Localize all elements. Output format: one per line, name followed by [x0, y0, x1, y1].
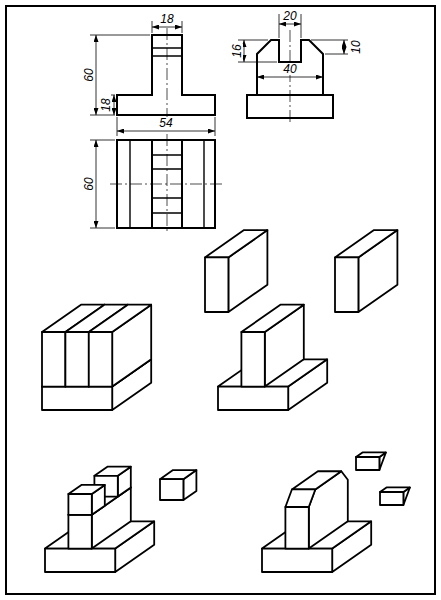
- removed-cube: [160, 470, 196, 500]
- removed-block-face: [42, 332, 65, 387]
- dimension-value: 54: [158, 117, 173, 129]
- dimension-value: 18: [159, 13, 174, 25]
- plan-view-stroke: [96, 140, 97, 228]
- dimension-value: 10: [350, 39, 362, 54]
- side-view-stroke: [311, 40, 348, 54]
- removed-block-face: [205, 230, 267, 257]
- removed-wedge: [356, 452, 386, 470]
- side-view-stroke: [279, 24, 301, 25]
- front-view-stroke: [152, 27, 182, 28]
- removed-block: [89, 305, 151, 387]
- sheet-frame: [6, 6, 435, 594]
- upright-block-face: [68, 515, 91, 549]
- chamfered-upright-face: [285, 489, 315, 507]
- chamfered-upright: [285, 471, 347, 548]
- base-block-face: [42, 387, 112, 410]
- removed-cube-face: [160, 470, 196, 479]
- removed-wedge-face: [356, 457, 379, 470]
- removed-wedge-face: [356, 452, 386, 457]
- dimension-value: 60: [83, 67, 95, 82]
- dimension-value: 40: [282, 63, 297, 75]
- side-view-stroke: [244, 40, 245, 62]
- front-view-stroke: [117, 117, 215, 136]
- isometric-views: [42, 230, 410, 572]
- removed-block-face: [89, 332, 112, 387]
- side-view-stroke: [238, 40, 277, 62]
- upright-block-face: [241, 332, 264, 387]
- front-view-stroke: [167, 28, 168, 122]
- upright-block-face: [68, 485, 104, 494]
- upright-block: [68, 485, 104, 515]
- removed-block-face: [335, 230, 397, 257]
- upright-block-face: [94, 467, 130, 476]
- side-view: [238, 14, 348, 125]
- side-view-stroke: [290, 30, 291, 125]
- base-block-face: [218, 387, 288, 410]
- removed-block: [335, 230, 397, 312]
- plan-view-stroke: [110, 134, 222, 234]
- front-view-stroke: [117, 35, 215, 115]
- removed-wedge-face: [380, 492, 403, 505]
- dimension-value: 20: [282, 10, 297, 22]
- chamfered-upright-face: [285, 507, 308, 549]
- dimension-value: 18: [100, 97, 112, 112]
- base-block-face: [45, 549, 115, 572]
- front-view-stroke: [114, 95, 115, 115]
- removed-block-face: [89, 305, 151, 332]
- removed-block-face: [335, 257, 358, 312]
- upright-block-face: [241, 305, 303, 332]
- front-view: [90, 21, 215, 136]
- chamfered-upright-face: [292, 471, 341, 489]
- front-view-stroke: [90, 35, 150, 115]
- base-block-face: [262, 549, 332, 572]
- removed-block: [205, 230, 267, 312]
- removed-wedge: [380, 487, 410, 505]
- dimension-value: 60: [83, 176, 95, 191]
- upright-block: [241, 305, 303, 387]
- front-view-stroke: [96, 35, 97, 115]
- removed-wedge-face: [380, 487, 410, 492]
- side-view-stroke: [257, 77, 323, 78]
- plan-view: [90, 134, 222, 234]
- upright-block-face: [68, 494, 91, 515]
- front-view-stroke: [117, 131, 215, 132]
- upright-block-face: [65, 332, 88, 387]
- removed-cube-face: [160, 479, 183, 500]
- dimension-value: 16: [231, 43, 243, 58]
- side-view-stroke: [344, 40, 345, 54]
- removed-block-face: [205, 257, 228, 312]
